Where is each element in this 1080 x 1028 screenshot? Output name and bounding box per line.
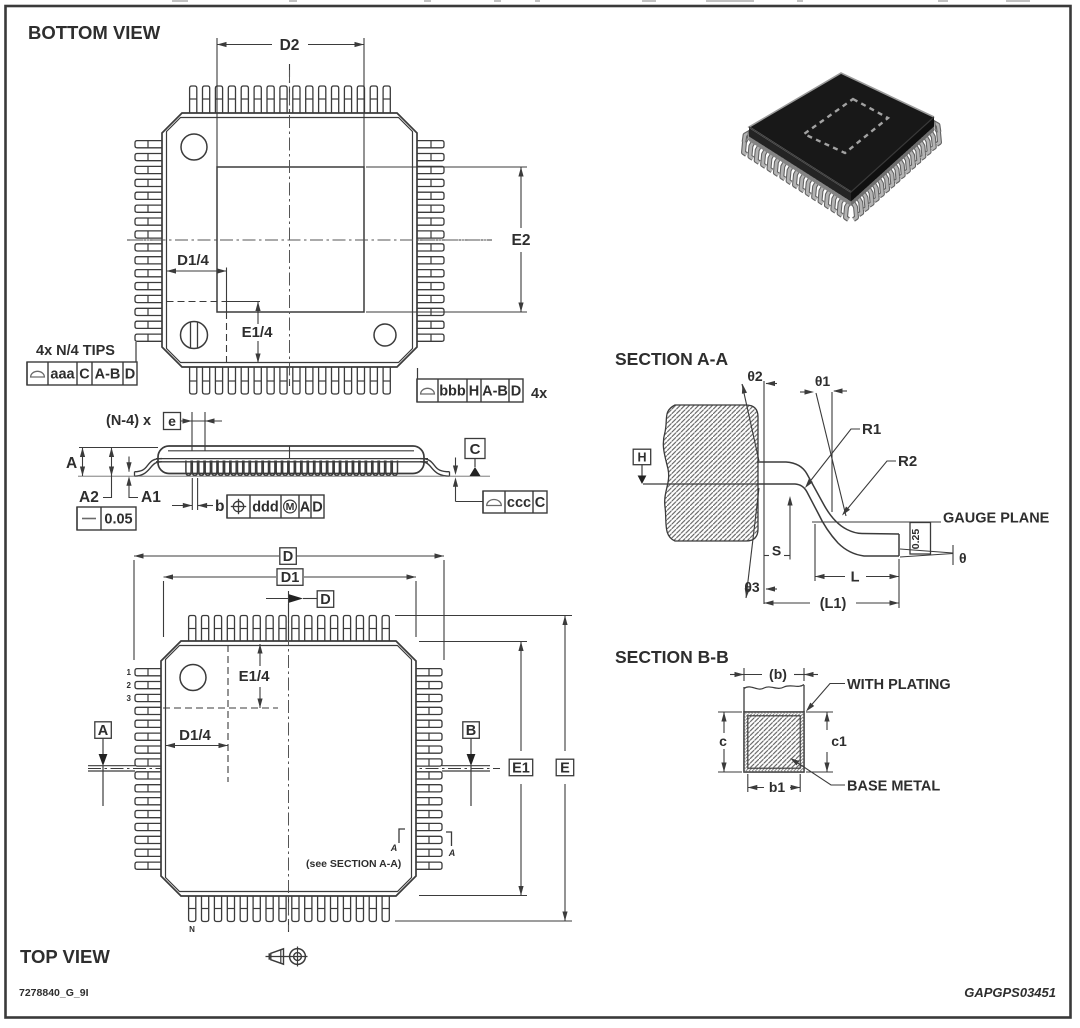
svg-text:0.25: 0.25 — [910, 529, 922, 550]
svg-text:A2: A2 — [79, 489, 99, 506]
svg-text:SECTION B-B: SECTION B-B — [615, 647, 729, 667]
svg-text:A: A — [448, 848, 456, 858]
svg-text:c: c — [719, 733, 727, 749]
svg-text:BOTTOM VIEW: BOTTOM VIEW — [28, 22, 161, 43]
svg-text:H: H — [469, 384, 479, 400]
svg-text:S: S — [772, 543, 781, 559]
svg-text:b1: b1 — [769, 779, 786, 795]
svg-text:D: D — [283, 549, 293, 565]
svg-text:D: D — [312, 500, 322, 516]
svg-text:A-B: A-B — [482, 384, 508, 400]
svg-text:(N-4) x: (N-4) x — [106, 413, 151, 429]
svg-text:B: B — [466, 723, 476, 739]
svg-text:E: E — [560, 761, 570, 777]
svg-text:M: M — [286, 501, 295, 513]
svg-text:E2: E2 — [512, 232, 531, 249]
svg-text:C: C — [535, 495, 546, 511]
svg-text:θ1: θ1 — [815, 373, 831, 389]
svg-text:bbb: bbb — [439, 384, 466, 400]
svg-text:D: D — [511, 384, 521, 400]
svg-text:H: H — [637, 451, 646, 465]
svg-text:C: C — [470, 441, 481, 458]
svg-text:E1/4: E1/4 — [242, 324, 274, 341]
svg-text:(see SECTION A-A): (see SECTION A-A) — [306, 858, 401, 870]
svg-text:b: b — [215, 498, 224, 515]
svg-text:C: C — [79, 367, 90, 383]
svg-text:A: A — [300, 500, 311, 516]
svg-text:θ2: θ2 — [747, 368, 763, 384]
svg-text:R2: R2 — [898, 453, 917, 470]
svg-text:D: D — [320, 592, 330, 608]
svg-text:1: 1 — [127, 668, 132, 677]
svg-text:c1: c1 — [831, 733, 847, 749]
svg-text:R1: R1 — [862, 421, 881, 438]
svg-text:A-B: A-B — [95, 367, 121, 383]
svg-text:BASE METAL: BASE METAL — [847, 779, 940, 795]
svg-text:4x N/4 TIPS: 4x N/4 TIPS — [36, 343, 115, 359]
svg-text:D2: D2 — [280, 37, 300, 54]
svg-text:WITH PLATING: WITH PLATING — [847, 677, 951, 693]
svg-text:(b): (b) — [769, 666, 787, 682]
svg-text:A: A — [390, 843, 398, 853]
svg-text:ccc: ccc — [507, 495, 531, 511]
svg-text:D1: D1 — [281, 570, 300, 586]
svg-text:E1: E1 — [512, 761, 530, 777]
svg-text:A: A — [66, 455, 77, 472]
svg-text:θ3: θ3 — [744, 579, 760, 595]
svg-text:aaa: aaa — [50, 367, 75, 383]
svg-text:D1/4: D1/4 — [179, 727, 211, 744]
svg-text:θ: θ — [959, 550, 967, 566]
svg-text:A: A — [98, 723, 109, 739]
svg-text:L: L — [851, 570, 860, 586]
svg-text:e: e — [168, 413, 176, 429]
svg-text:4x: 4x — [531, 386, 547, 402]
svg-text:SECTION A-A: SECTION A-A — [615, 349, 728, 369]
svg-text:D: D — [125, 367, 135, 383]
svg-text:0.05: 0.05 — [104, 512, 132, 528]
svg-text:2: 2 — [127, 681, 132, 690]
svg-text:E1/4: E1/4 — [239, 668, 271, 685]
svg-text:D1/4: D1/4 — [177, 252, 209, 269]
svg-text:(L1): (L1) — [820, 596, 847, 612]
svg-text:GAUGE PLANE: GAUGE PLANE — [943, 511, 1050, 527]
svg-text:ddd: ddd — [252, 500, 279, 516]
svg-text:GAPGPS03451: GAPGPS03451 — [964, 985, 1056, 1000]
svg-text:7278840_G_9I: 7278840_G_9I — [19, 987, 89, 999]
svg-text:N: N — [189, 925, 195, 934]
svg-text:TOP VIEW: TOP VIEW — [20, 946, 110, 967]
svg-text:3: 3 — [127, 694, 132, 703]
svg-text:A1: A1 — [141, 489, 161, 506]
